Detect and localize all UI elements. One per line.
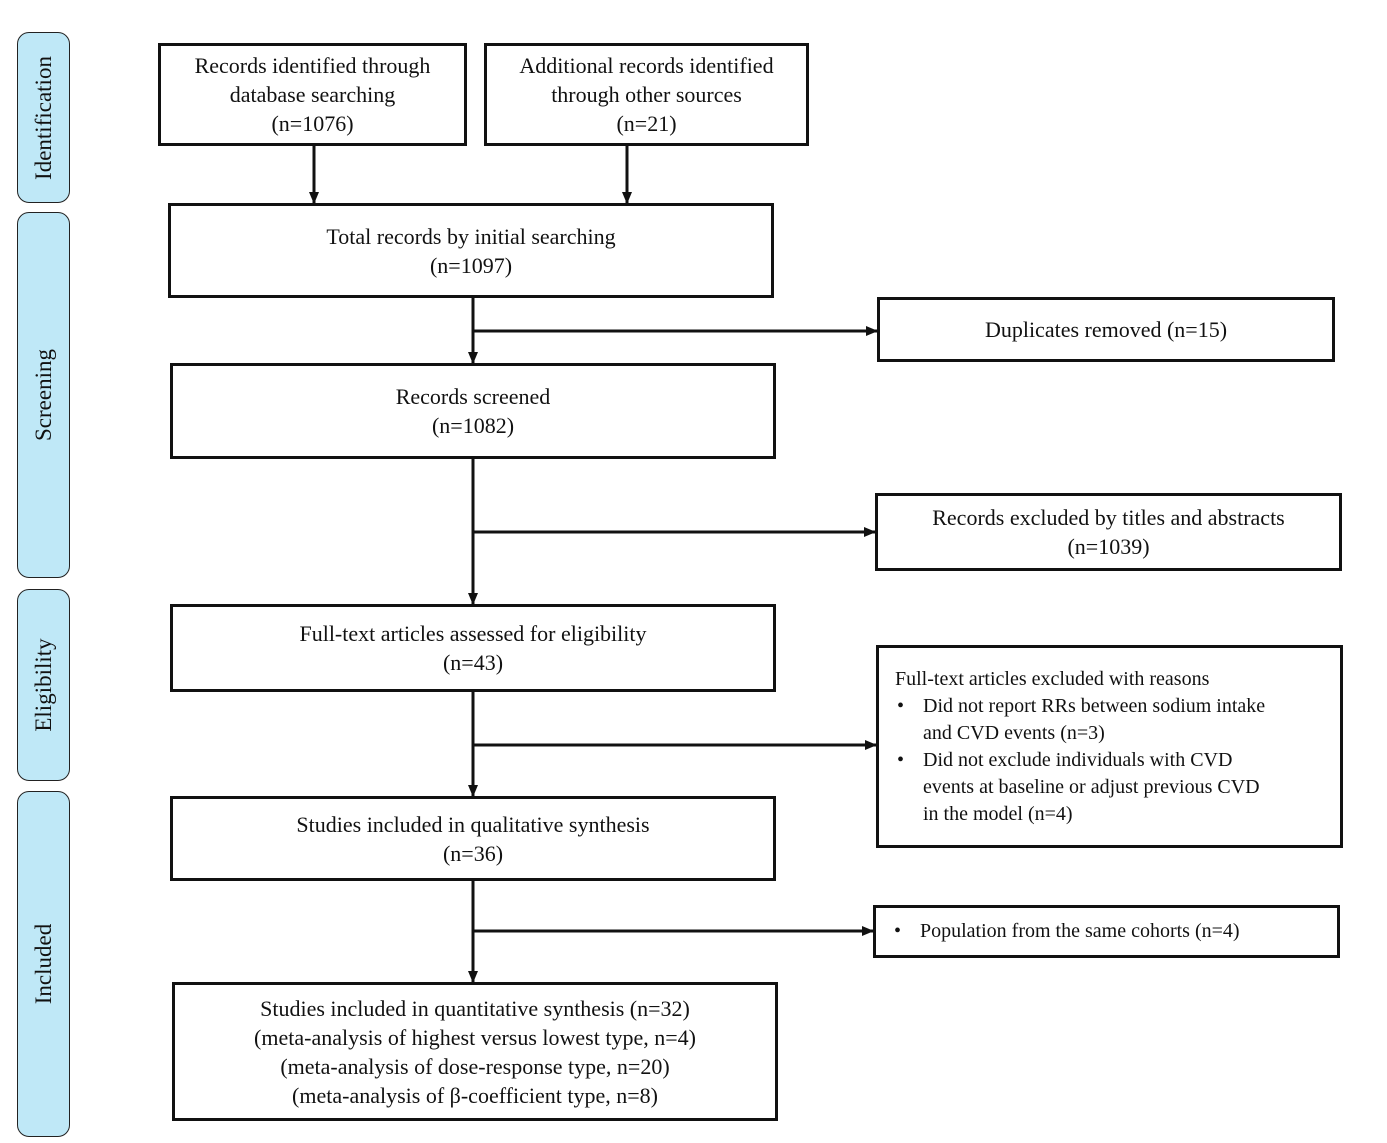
text-line: Duplicates removed (n=15) bbox=[984, 317, 1228, 342]
reason-item: Population from the same cohorts (n=4) bbox=[892, 918, 1240, 945]
reason-item: Did not exclude individuals with CVD eve… bbox=[895, 747, 1265, 828]
text-line: (meta-analysis of β-coefficient type, n=… bbox=[292, 1082, 658, 1108]
text-line: Full-text articles assessed for eligibil… bbox=[299, 621, 647, 646]
text-line: Records excluded by titles and abstracts bbox=[932, 505, 1285, 530]
text-line: (n=1039) bbox=[1067, 534, 1150, 559]
cohorts-list: Population from the same cohorts (n=4) bbox=[892, 918, 1240, 945]
text-line: (n=1082) bbox=[431, 413, 515, 438]
phase-eligibility: Eligibility bbox=[17, 589, 70, 781]
text-line: Total records by initial searching bbox=[326, 223, 616, 249]
box-excluded-titles-abstracts: Records excluded by titles and abstracts… bbox=[875, 493, 1342, 571]
text-line: Records identified through bbox=[194, 53, 431, 78]
reasons-list: Did not report RRs between sodium intake… bbox=[895, 693, 1265, 828]
box-database-records: Records identified through database sear… bbox=[158, 43, 467, 146]
text-line: through other sources bbox=[551, 82, 742, 107]
phase-included: Included bbox=[17, 791, 70, 1137]
box-quantitative-synthesis: Studies included in quantitative synthes… bbox=[172, 982, 778, 1121]
box-other-sources: Additional records identified through ot… bbox=[484, 43, 809, 146]
text-line: Records screened bbox=[395, 384, 551, 409]
text-line: Did not exclude individuals with CVD bbox=[923, 748, 1233, 771]
text-line: in the model (n=4) bbox=[923, 802, 1073, 825]
box-qualitative-synthesis: Studies included in qualitative synthesi… bbox=[170, 796, 776, 881]
text-line: (n=1097) bbox=[429, 252, 513, 278]
reasons-heading: Full-text articles excluded with reasons bbox=[895, 667, 1210, 690]
text-line: (n=1076) bbox=[271, 111, 354, 136]
box-fulltext-assessed: Full-text articles assessed for eligibil… bbox=[170, 604, 776, 692]
text-line: Did not report RRs between sodium intake bbox=[923, 694, 1266, 717]
box-duplicates-removed: Duplicates removed (n=15) bbox=[877, 297, 1335, 362]
text-line: (n=43) bbox=[442, 650, 504, 675]
text-line: database searching bbox=[229, 82, 396, 107]
text-line: (n=36) bbox=[442, 840, 504, 866]
text-line: (meta-analysis of dose-response type, n=… bbox=[280, 1053, 670, 1079]
box-same-cohorts: Population from the same cohorts (n=4) bbox=[873, 905, 1340, 958]
text-line: Additional records identified bbox=[519, 53, 774, 78]
text-line: Studies included in qualitative synthesi… bbox=[296, 811, 650, 837]
box-total-records: Total records by initial searching (n=10… bbox=[168, 203, 774, 298]
text-line: Studies included in quantitative synthes… bbox=[260, 995, 690, 1021]
phase-identification: Identification bbox=[17, 32, 70, 203]
text-line: and CVD events (n=3) bbox=[923, 721, 1105, 744]
box-fulltext-excluded: Full-text articles excluded with reasons… bbox=[876, 645, 1343, 848]
box-records-screened: Records screened (n=1082) bbox=[170, 363, 776, 459]
reason-item: Did not report RRs between sodium intake… bbox=[895, 693, 1265, 747]
text-line: Population from the same cohorts (n=4) bbox=[920, 920, 1240, 942]
text-line: (meta-analysis of highest versus lowest … bbox=[254, 1024, 696, 1050]
text-line: (n=21) bbox=[616, 111, 677, 136]
phase-screening: Screening bbox=[17, 212, 70, 578]
text-line: events at baseline or adjust previous CV… bbox=[923, 775, 1260, 798]
